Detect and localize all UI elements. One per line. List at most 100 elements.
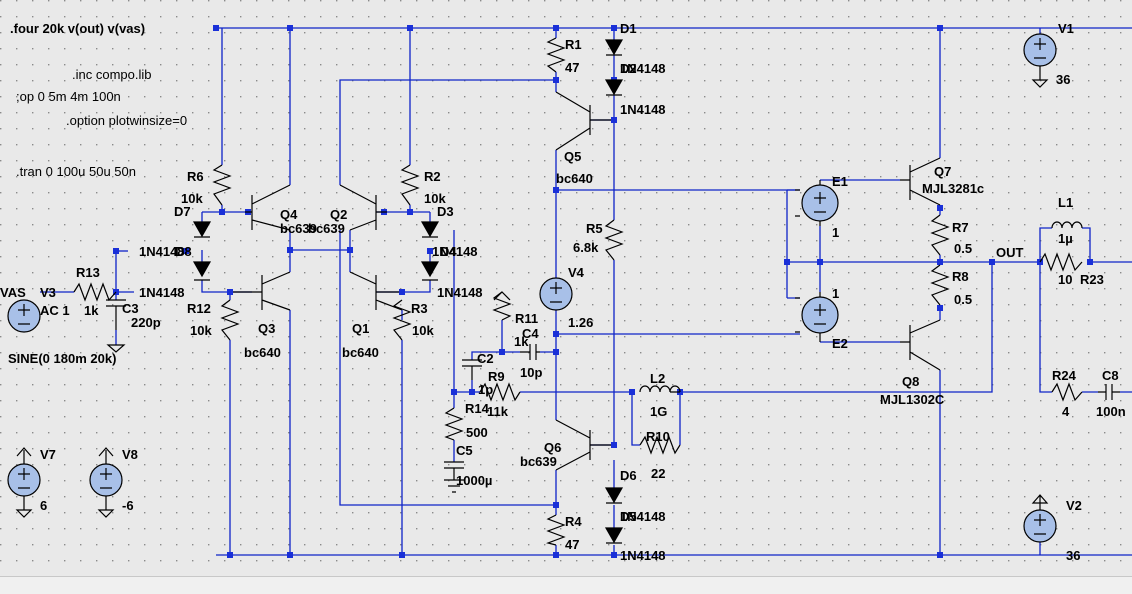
- inductor-symbols: [639, 221, 1083, 393]
- r23-name: R23: [1080, 272, 1104, 287]
- d8-value: 1N4148: [139, 285, 185, 300]
- directive-four: .four 20k v(out) v(vas): [10, 21, 145, 36]
- d6-name: D6: [620, 468, 637, 483]
- c3-symbol: [106, 299, 126, 330]
- r9-value: 11k: [487, 404, 509, 419]
- v2-symbol: [1023, 494, 1057, 543]
- q2-model: bc639: [308, 221, 345, 236]
- d8-symbol: [192, 261, 212, 281]
- v3-ac: AC 1: [40, 303, 70, 318]
- r10-value: 22: [651, 466, 665, 481]
- q5-name: Q5: [564, 149, 581, 164]
- v1-name: V1: [1058, 21, 1074, 36]
- q3-name: Q3: [258, 321, 275, 336]
- r14-name: R14: [465, 401, 490, 416]
- resistor-symbols: [73, 37, 1083, 546]
- q7-symbol: [900, 157, 941, 206]
- e2-value: 1: [832, 286, 839, 301]
- capacitor-symbols: [106, 299, 1120, 480]
- q4-symbol: [245, 184, 291, 231]
- l1-symbol: [1051, 221, 1083, 229]
- d4-name: D4: [440, 244, 457, 259]
- r14-value: 500: [466, 425, 488, 440]
- r12-name: R12: [187, 301, 211, 316]
- q4-model: bc639: [280, 221, 317, 236]
- schematic-canvas[interactable]: .four 20k v(out) v(vas) .inc compo.lib ;…: [0, 0, 1132, 576]
- directive-tran: .tran 0 100u 50u 50n: [16, 164, 136, 179]
- c4-name: C4: [522, 326, 539, 341]
- c5-name: C5: [456, 443, 473, 458]
- c3-ground: [106, 344, 126, 353]
- l1-value: 1µ: [1058, 231, 1073, 246]
- r4-symbol: [545, 514, 566, 546]
- d2-name: D2: [620, 61, 637, 76]
- d1-symbol: [604, 39, 624, 56]
- r24-value: 4: [1062, 404, 1070, 419]
- q2-symbol: [339, 184, 387, 231]
- q1-symbol: [349, 271, 403, 311]
- q6-symbol: [555, 419, 611, 471]
- r6-name: R6: [187, 169, 204, 184]
- labels: .four 20k v(out) v(vas) .inc compo.lib ;…: [0, 21, 1126, 563]
- l2-symbol: [639, 385, 681, 393]
- r5-symbol: [604, 219, 624, 261]
- r24-name: R24: [1052, 368, 1077, 383]
- r4-name: R4: [565, 514, 582, 529]
- v1-value: 36: [1056, 72, 1070, 87]
- transistor-symbols: [233, 91, 941, 471]
- d7-symbol: [192, 221, 212, 238]
- q6-name: Q6: [544, 440, 561, 455]
- q3-symbol: [233, 271, 291, 311]
- directive-inc: .inc compo.lib: [72, 67, 151, 82]
- v7-symbol: [7, 447, 41, 518]
- c5-value: 1000µ: [456, 473, 492, 488]
- q4-name: Q4: [280, 207, 298, 222]
- q1-model: bc640: [342, 345, 379, 360]
- v3-name: V3: [40, 285, 56, 300]
- r11-supply: [493, 291, 511, 301]
- r8-symbol: [930, 264, 950, 306]
- r3-name: R3: [411, 301, 428, 316]
- q1-name: Q1: [352, 321, 369, 336]
- c5-symbol: [444, 461, 464, 480]
- d8-name: D8: [175, 244, 192, 259]
- v4-name: V4: [568, 265, 585, 280]
- v7-value: 6: [40, 498, 47, 513]
- v7-name: V7: [40, 447, 56, 462]
- r11-name: R11: [515, 311, 538, 326]
- q7-name: Q7: [934, 164, 951, 179]
- v8-value: -6: [122, 498, 134, 513]
- c3-name: C3: [122, 301, 139, 316]
- r1-name: R1: [565, 37, 582, 52]
- d3-name: D3: [437, 204, 454, 219]
- net-label-out: OUT: [996, 245, 1024, 260]
- r1-symbol: [546, 37, 566, 73]
- net-label-vas: VAS: [0, 285, 26, 300]
- r3-value: 10k: [412, 323, 434, 338]
- c2-value: 1p: [478, 382, 493, 397]
- q3-model: bc640: [244, 345, 281, 360]
- r2-name: R2: [424, 169, 441, 184]
- v8-symbol: [89, 447, 123, 518]
- r13-value: 1k: [84, 303, 99, 318]
- r8-name: R8: [952, 269, 969, 284]
- r6-symbol: [212, 164, 232, 206]
- q2-name: Q2: [330, 207, 347, 222]
- d4-value: 1N4148: [437, 285, 483, 300]
- e1-name: E1: [832, 174, 848, 189]
- d6-symbol: [604, 487, 624, 504]
- r1-value: 47: [565, 60, 579, 75]
- r3-symbol: [392, 299, 412, 341]
- d1-name: D1: [620, 21, 637, 36]
- r13-symbol: [73, 282, 117, 302]
- status-bar: [0, 576, 1132, 594]
- c2-symbol: [462, 359, 482, 380]
- d6-value: 1N4148: [620, 509, 666, 524]
- q6-model: bc639: [520, 454, 557, 469]
- e2-symbol: [795, 292, 839, 342]
- d7-value: 1N4148: [139, 244, 185, 259]
- q5-model: bc640: [556, 171, 593, 186]
- c8-value: 100n: [1096, 404, 1126, 419]
- d5-symbol: [604, 527, 624, 544]
- v2-name: V2: [1066, 498, 1082, 513]
